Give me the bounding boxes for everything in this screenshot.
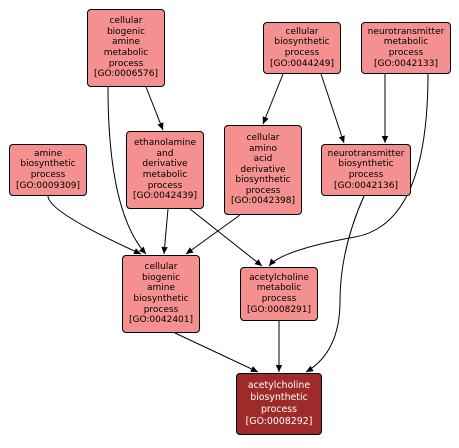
edge-go0008291-to-go0008292 xyxy=(275,321,283,372)
node-line: cellular xyxy=(144,262,178,273)
edge-line xyxy=(185,214,241,255)
arrowhead xyxy=(306,365,314,372)
node-line: metabolic xyxy=(103,48,149,58)
edge-go0042439-to-go0042401 xyxy=(161,208,169,255)
node-go-id: [GO:0009309] xyxy=(15,180,81,191)
arrowhead xyxy=(254,259,262,266)
edge-line xyxy=(305,195,365,373)
node-line: acetylcholine xyxy=(249,272,309,283)
edge-go0042439-to-go0008291 xyxy=(189,208,263,267)
edge-go0006576-to-go0042401 xyxy=(107,86,147,255)
node-line: cellular xyxy=(109,16,143,27)
edge-go0006576-to-go0042439 xyxy=(145,86,164,131)
node-line: neurotransmitter xyxy=(327,148,405,159)
node-line: process xyxy=(261,294,297,304)
node-go-id: [GO:0042136] xyxy=(333,180,399,191)
node-go-id: [GO:0044249] xyxy=(269,58,335,69)
node-go0006576[interactable]: cellular biogenic amine metabolic proces… xyxy=(87,9,165,87)
edge-go0042133-to-go0042136 xyxy=(381,74,389,143)
node-line: process xyxy=(143,304,179,315)
node-line: biosynthetic xyxy=(20,159,76,170)
node-line: process xyxy=(245,185,281,196)
node-line: biosynthetic xyxy=(133,294,189,304)
node-go0009309[interactable]: amine biosynthetic process [GO:0009309] xyxy=(9,144,87,196)
arrowhead xyxy=(381,136,389,143)
node-line: amino xyxy=(249,143,277,154)
node-line: amine xyxy=(111,37,141,48)
node-go0042439[interactable]: ethanolamine and derivative metabolic pr… xyxy=(126,131,204,209)
edge-line xyxy=(262,73,284,125)
arrowhead xyxy=(157,122,164,130)
node-line: process xyxy=(30,170,66,180)
edge-go0042401-to-go0008292 xyxy=(174,332,259,373)
edge-line xyxy=(163,208,169,255)
node-go-id: [GO:0006576] xyxy=(93,69,159,80)
arrowhead xyxy=(133,248,141,255)
node-go0042136[interactable]: neurotransmitter biosynthetic process [G… xyxy=(321,144,411,196)
node-go0008292[interactable]: acetylcholine biosynthetic process [GO:0… xyxy=(236,373,322,435)
node-go0042133[interactable]: neurotransmitter metabolic process [GO:0… xyxy=(361,22,451,74)
node-go-id: [GO:0008291] xyxy=(246,304,312,315)
node-line: metabolic xyxy=(142,170,188,180)
node-line: amine xyxy=(146,283,176,294)
arrowhead xyxy=(186,247,194,254)
node-line: ethanolamine xyxy=(133,138,197,149)
edge-go0044249-to-go0042398 xyxy=(262,73,284,125)
node-line: biogenic xyxy=(141,272,181,283)
node-line: process xyxy=(147,180,183,191)
edge-line xyxy=(320,73,345,144)
node-go-id: [GO:0042401] xyxy=(128,315,194,326)
node-line: process xyxy=(260,404,298,415)
node-line: amine xyxy=(33,148,63,159)
node-line: metabolic xyxy=(256,283,302,294)
node-line: process xyxy=(348,170,384,180)
arrowhead xyxy=(338,135,345,143)
edge-line xyxy=(145,86,164,131)
arrowhead xyxy=(275,365,283,372)
node-line: biosynthetic xyxy=(235,175,291,186)
node-go0008291[interactable]: acetylcholine metabolic process [GO:0008… xyxy=(240,267,318,321)
node-line: biosynthetic xyxy=(338,159,394,170)
node-line: derivative xyxy=(240,164,286,175)
node-line: cellular xyxy=(246,132,280,143)
node-line: process xyxy=(108,58,144,69)
node-line: process xyxy=(388,48,424,58)
node-go0042401[interactable]: cellular biogenic amine biosynthetic pro… xyxy=(122,255,200,333)
node-line: biogenic xyxy=(106,26,146,37)
node-line: neurotransmitter xyxy=(367,26,445,37)
node-line: acid xyxy=(253,154,273,165)
edge-go0044249-to-go0042136 xyxy=(320,73,345,144)
edge-go0042133-to-go0008291 xyxy=(268,73,429,267)
edge-line xyxy=(107,86,147,255)
arrowhead xyxy=(250,366,258,372)
node-go-id: [GO:0042398] xyxy=(230,196,296,207)
node-go0042398[interactable]: cellular amino acid derivative biosynthe… xyxy=(224,125,302,215)
node-line: derivative xyxy=(142,159,188,170)
node-line: and xyxy=(156,148,174,159)
arrowhead xyxy=(138,246,146,254)
arrowhead xyxy=(269,258,276,266)
edge-line xyxy=(189,208,263,267)
node-line: metabolic xyxy=(383,37,429,48)
node-line: process xyxy=(284,48,320,58)
edge-line xyxy=(47,195,142,255)
edge-line xyxy=(268,73,429,267)
node-line: acetylcholine xyxy=(247,380,311,392)
node-go-id: [GO:0008292] xyxy=(245,415,313,427)
node-go-id: [GO:0042439] xyxy=(132,191,198,202)
edge-line xyxy=(174,332,259,373)
edge-go0042136-to-go0008292 xyxy=(305,195,365,373)
node-line: cellular xyxy=(285,26,319,37)
arrowhead xyxy=(161,246,168,254)
arrowhead xyxy=(262,116,269,124)
node-go0044249[interactable]: cellular biosynthetic process [GO:004424… xyxy=(263,22,341,74)
node-line: biosynthetic xyxy=(274,37,330,48)
edge-go0009309-to-go0042401 xyxy=(47,195,142,255)
node-line: biosynthetic xyxy=(250,392,308,404)
edge-go0042398-to-go0042401 xyxy=(185,214,241,255)
node-go-id: [GO:0042133] xyxy=(373,58,439,69)
